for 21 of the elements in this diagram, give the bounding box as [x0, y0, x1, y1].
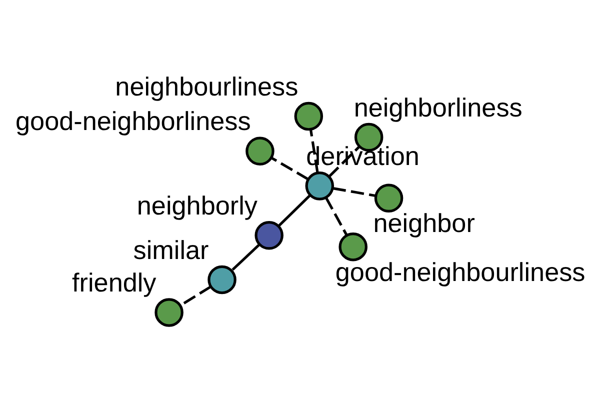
node-circle — [154, 298, 184, 327]
connector — [324, 197, 348, 236]
node-label: neighborly — [136, 190, 258, 220]
node-circle — [305, 172, 334, 200]
node-circle — [254, 221, 284, 250]
node-label: friendly — [72, 268, 156, 298]
node-label: neighbourliness — [115, 71, 298, 102]
node-label: good-neighbourliness — [335, 256, 586, 287]
node-label: good-neighborliness — [15, 106, 251, 136]
connector — [332, 187, 376, 198]
connector — [278, 194, 311, 227]
node-circle — [294, 102, 324, 131]
connector — [270, 156, 309, 180]
node-circle — [246, 136, 274, 166]
node-circle — [338, 232, 368, 262]
node-circle — [374, 184, 404, 212]
node-circle — [208, 265, 236, 294]
node-label: neighborliness — [354, 92, 522, 122]
node-label: similar — [133, 234, 209, 265]
connector — [232, 244, 260, 271]
node-label: neighbor — [373, 208, 475, 238]
